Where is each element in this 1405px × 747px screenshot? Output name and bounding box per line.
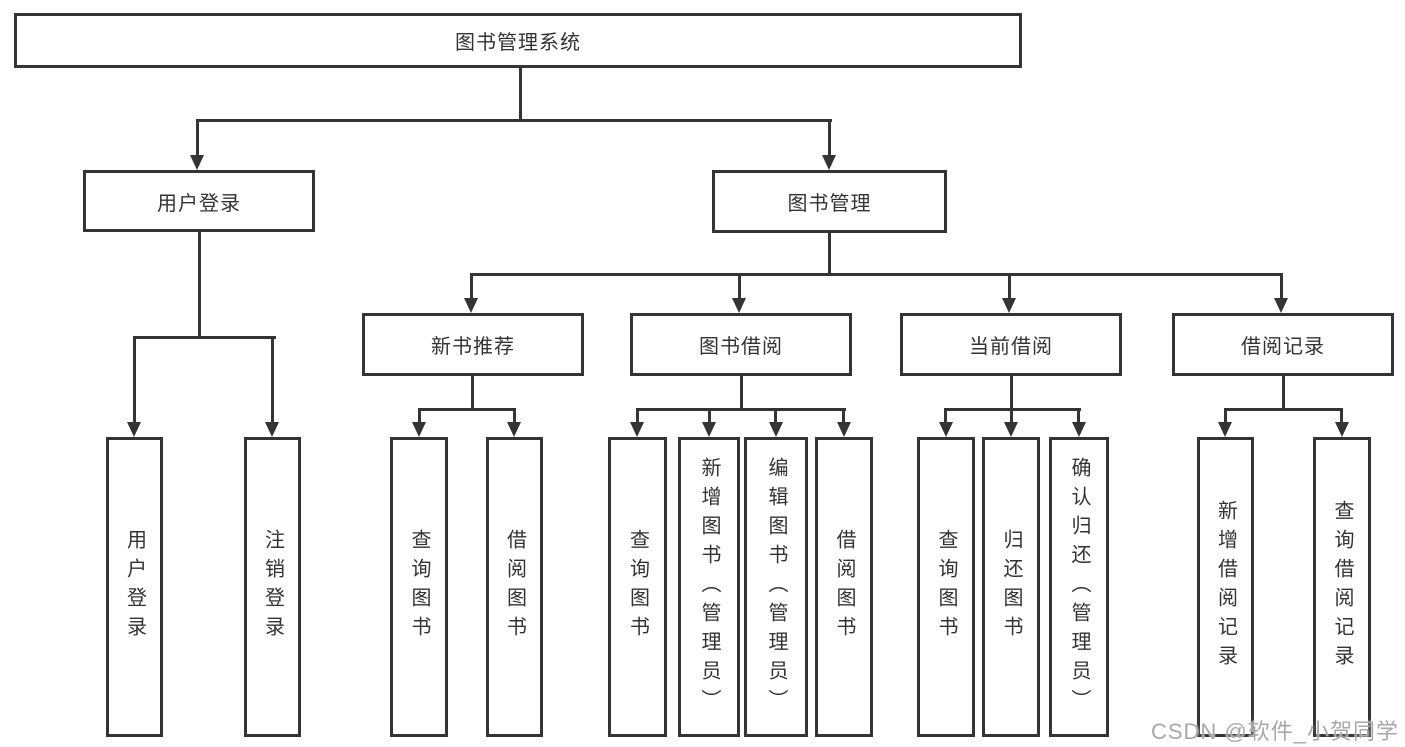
connector-drop-leaf <box>774 411 777 422</box>
node-label: 新书推荐 <box>431 336 515 358</box>
connector-group-stem <box>740 376 743 408</box>
leaf-label: 新增图书（管理员） <box>698 456 720 718</box>
leaf-label: 编辑图书（管理员） <box>765 456 787 718</box>
leaf-add-borrow-record: 新增借阅记录 <box>1197 437 1254 737</box>
connector-drop-leaf <box>1077 411 1080 422</box>
node-label: 图书管理系统 <box>455 32 581 54</box>
connector-group-branch <box>418 408 516 411</box>
arrowhead-icon <box>837 422 851 437</box>
arrowhead-icon <box>1335 422 1349 437</box>
arrowhead-icon <box>1274 298 1288 313</box>
connector-drop-leaf <box>133 339 136 422</box>
leaf-label: 查询借阅记录 <box>1331 500 1353 674</box>
arrowhead-icon <box>412 422 426 437</box>
node-label: 图书管理 <box>787 193 872 215</box>
leaf-label: 查询图书 <box>935 529 957 645</box>
arrowhead-icon <box>702 422 716 437</box>
connector-drop-leaf <box>1340 411 1343 422</box>
node-current-borrowing: 当前借阅 <box>900 313 1122 376</box>
leaf-label: 借阅图书 <box>833 529 855 645</box>
arrowhead-icon <box>265 422 279 437</box>
connector-group-stem <box>471 376 474 408</box>
connector-drop-leaf <box>1010 411 1013 422</box>
connector-drop-leaf <box>842 411 845 422</box>
arrowhead-icon <box>464 298 478 313</box>
connector-drop-book-borrow <box>738 276 741 298</box>
connector-root-branch <box>196 119 832 122</box>
arrowhead-icon <box>822 155 836 170</box>
connector-group-branch <box>944 408 1081 411</box>
connector-group-branch <box>636 408 846 411</box>
arrowhead-icon <box>732 298 746 313</box>
arrowhead-icon <box>1002 298 1016 313</box>
leaf-query-books: 查询图书 <box>608 437 667 737</box>
leaf-logout: 注销登录 <box>244 437 301 737</box>
leaf-edit-books-admin: 编辑图书（管理员） <box>744 437 808 737</box>
node-book-borrowing: 图书借阅 <box>630 313 852 376</box>
leaf-label: 注销登录 <box>261 529 284 645</box>
leaf-query-books: 查询图书 <box>390 437 448 737</box>
arrowhead-icon <box>507 422 521 437</box>
node-label: 用户登录 <box>157 192 241 215</box>
arrowhead-icon <box>939 422 953 437</box>
arrowhead-icon <box>190 155 204 170</box>
connector-drop-leaf <box>418 411 421 422</box>
leaf-label: 用户登录 <box>123 529 146 645</box>
connector-group-stem <box>1010 376 1013 408</box>
connector-user-login-branch <box>133 336 276 339</box>
node-new-book-recommendation: 新书推荐 <box>362 313 584 376</box>
leaf-query-borrow-record: 查询借阅记录 <box>1313 437 1371 737</box>
leaf-label: 借阅图书 <box>503 529 526 645</box>
csdn-watermark: CSDN @软件_小贺同学 <box>1150 719 1399 744</box>
connector-book-management-stem <box>828 233 831 273</box>
leaf-borrow-books: 借阅图书 <box>815 437 873 737</box>
leaf-borrow-books: 借阅图书 <box>486 437 543 737</box>
arrowhead-icon <box>1072 422 1086 437</box>
leaf-label: 归还图书 <box>1000 529 1022 645</box>
leaf-return-books: 归还图书 <box>982 437 1040 737</box>
leaf-label: 查询图书 <box>408 529 430 645</box>
connector-group-branch <box>1224 408 1343 411</box>
node-book-management: 图书管理 <box>712 170 947 233</box>
arrowhead-icon <box>769 422 783 437</box>
connector-drop-book-management <box>828 122 831 156</box>
arrowhead-icon <box>1218 422 1232 437</box>
connector-drop-leaf <box>944 411 947 422</box>
leaf-confirm-return-admin: 确认归还（管理员） <box>1049 437 1109 737</box>
node-label: 当前借阅 <box>969 336 1053 358</box>
connector-drop-new-book <box>470 276 473 298</box>
leaf-label: 新增借阅记录 <box>1214 500 1237 674</box>
leaf-add-books-admin: 新增图书（管理员） <box>678 437 740 737</box>
node-label: 图书借阅 <box>699 336 783 358</box>
connector-drop-current-borrow <box>1008 276 1011 298</box>
arrowhead-icon <box>127 422 141 437</box>
leaf-user-login: 用户登录 <box>106 437 163 737</box>
connector-drop-leaf <box>1224 411 1227 422</box>
connector-drop-leaf <box>636 411 639 422</box>
connector-level3-branch <box>470 273 1283 276</box>
arrowhead-icon <box>1004 422 1018 437</box>
leaf-query-books: 查询图书 <box>917 437 975 737</box>
connector-drop-leaf <box>271 339 274 422</box>
connector-drop-borrow-records <box>1280 276 1283 298</box>
connector-drop-user-login <box>196 122 199 156</box>
arrowhead-icon <box>630 422 644 437</box>
connector-drop-leaf <box>708 411 711 422</box>
node-label: 借阅记录 <box>1241 336 1325 358</box>
connector-root-stem <box>519 68 522 120</box>
node-user-login: 用户登录 <box>83 170 315 232</box>
leaf-label: 查询图书 <box>626 529 649 645</box>
connector-user-login-stem <box>198 232 201 336</box>
node-borrowing-records: 借阅记录 <box>1172 313 1394 376</box>
node-library-management-system: 图书管理系统 <box>14 13 1022 68</box>
connector-drop-leaf <box>513 411 516 422</box>
connector-group-stem <box>1282 376 1285 408</box>
leaf-label: 确认归还（管理员） <box>1068 456 1090 718</box>
